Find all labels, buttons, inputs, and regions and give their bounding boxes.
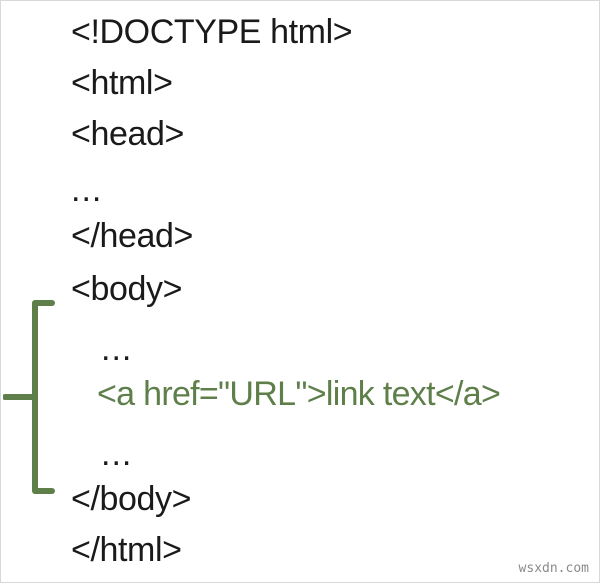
code-line-html-open: <html> bbox=[71, 64, 173, 102]
code-line-doctype: <!DOCTYPE html> bbox=[71, 13, 353, 51]
code-line-head-close: </head> bbox=[71, 217, 193, 255]
curly-brace-annotation bbox=[3, 298, 59, 496]
code-line-head-ellipsis: ... bbox=[71, 171, 103, 209]
code-line-html-close: </html> bbox=[71, 531, 182, 569]
code-line-body-ellipsis-top: ... bbox=[101, 330, 133, 368]
watermark-label: wsxdn.com bbox=[518, 561, 589, 576]
code-line-head-open: <head> bbox=[71, 115, 184, 153]
code-line-body-ellipsis-bottom: ... bbox=[101, 435, 133, 473]
code-line-body-open: <body> bbox=[71, 270, 183, 308]
code-line-anchor-tag: <a href="URL">link text</a> bbox=[97, 375, 501, 413]
code-line-body-close: </body> bbox=[71, 480, 192, 518]
curly-brace-icon bbox=[3, 300, 55, 494]
